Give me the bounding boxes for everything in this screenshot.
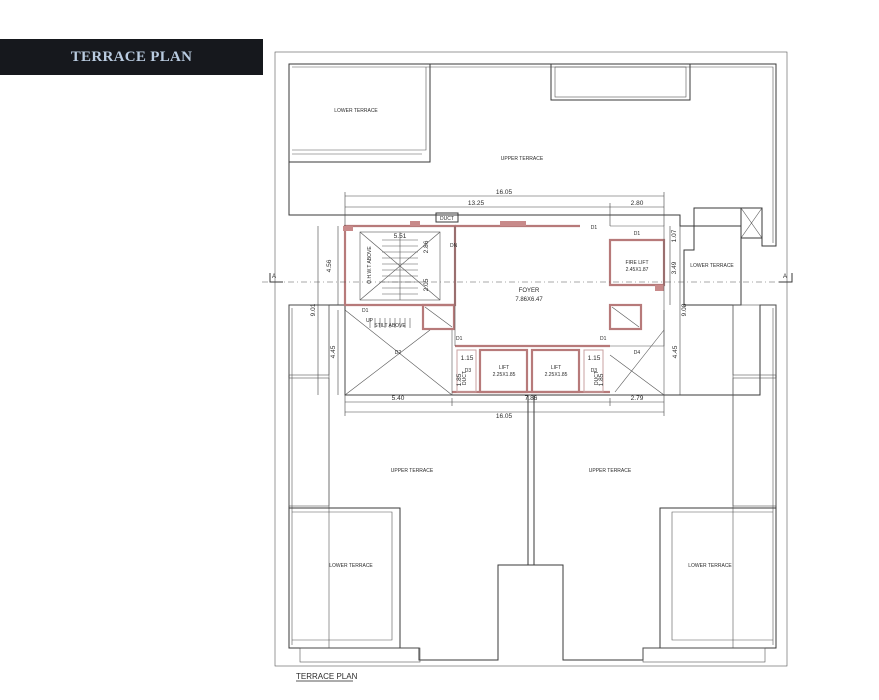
dim-duct-width-right: 1.15: [588, 355, 601, 362]
staircase: [359, 231, 441, 328]
drawing-frame: [274, 51, 788, 667]
label-foyer-size: 7.86X6.47: [515, 297, 543, 303]
title-banner: TERRACE PLAN: [0, 39, 263, 75]
label-lift-1: LIFT: [499, 365, 509, 371]
label-stair-up: UP: [366, 318, 374, 324]
label-lower-terrace-bottom-right: LOWER TERRACE: [688, 563, 732, 569]
label-duct-right: DUCT: [594, 371, 600, 385]
dim-left-upper: 4.56: [326, 259, 333, 272]
dim-right-upper: 1.07: [671, 229, 678, 242]
dim-right-lower: 4.45: [672, 345, 679, 358]
lobby-hatch-lines: [344, 309, 665, 396]
tag-d1-small-c: D1: [362, 308, 369, 314]
label-foyer: FOYER: [519, 288, 540, 294]
tag-d1-small-a: D1: [456, 336, 463, 342]
label-stilt: STILT ABOVE: [374, 323, 406, 329]
upper-terrace-top-outline: [288, 63, 777, 247]
dim-duct-height-left: 1.85: [456, 373, 463, 386]
lower-terrace-right-outline: [683, 225, 742, 306]
dim-bottom-left: 5.40: [392, 395, 405, 402]
tag-d1-small-b: D1: [600, 336, 607, 342]
label-lift-1-size: 2.25X1.85: [493, 372, 516, 378]
lift-2-shaft: [530, 348, 581, 394]
dim-left-mid: 9.01: [310, 303, 317, 316]
label-fire-lift: FIRE LIFT: [625, 260, 648, 266]
dim-top-left: 13.25: [468, 200, 485, 207]
dim-top-total: 16.05: [496, 189, 513, 196]
dim-right-mid-a: 3.49: [671, 261, 678, 274]
label-lower-terrace-right: LOWER TERRACE: [690, 263, 734, 269]
lower-terrace-bottom-right-outline: [659, 507, 776, 648]
label-lift-2: LIFT: [551, 365, 561, 371]
tag-d2: D2: [395, 350, 402, 356]
label-lift-2-size: 2.25X1.85: [545, 372, 568, 378]
tag-d3-right: D3: [591, 368, 598, 374]
dim-bottom-right: 2.79: [631, 395, 644, 402]
lower-terrace-bottom-left-outline: [289, 507, 401, 648]
plan-caption: TERRACE PLAN: [296, 672, 358, 681]
label-upper-terrace-bottom-left: UPPER TERRACE: [391, 468, 434, 474]
dim-left-lower: 4.45: [330, 345, 337, 358]
page-title: TERRACE PLAN: [70, 48, 193, 65]
tag-d3-left: D3: [465, 368, 472, 374]
label-lower-terrace-bottom-left: LOWER TERRACE: [329, 563, 373, 569]
label-duct-left: DUCT: [462, 371, 468, 385]
section-marker-right: A: [783, 274, 787, 280]
dim-bottom-mid: 7.86: [525, 395, 538, 402]
label-ohwt: O.H.W.T ABOVE: [367, 246, 373, 284]
dim-right-mid-b: 9.08: [681, 303, 688, 316]
label-stair-dn: DN: [450, 243, 458, 249]
dim-stair-height: 2.05: [423, 278, 430, 291]
label-duct-top: DUCT: [440, 216, 454, 222]
dimension-lines: [317, 192, 681, 416]
tag-d1: D1: [634, 231, 641, 237]
label-fire-lift-size: 2.45X1.87: [626, 267, 649, 273]
label-upper-terrace-top: UPPER TERRACE: [501, 156, 544, 162]
tag-d1-right: D1: [591, 225, 598, 231]
label-lower-terrace-top-left: LOWER TERRACE: [334, 108, 378, 114]
label-upper-terrace-bottom-right: UPPER TERRACE: [589, 468, 632, 474]
dim-stair-height-2: 2.86: [423, 240, 430, 253]
dim-duct-width-left: 1.15: [461, 355, 474, 362]
tag-d4: D4: [634, 350, 641, 356]
lower-terrace-top-left-outline: [289, 63, 431, 163]
dim-bottom-total: 16.05: [496, 413, 513, 420]
section-marker-left: A: [272, 274, 276, 280]
dim-top-right: 2.80: [631, 200, 644, 207]
dim-duct-height-right: 1.85: [598, 373, 605, 386]
lift-1-shaft: [478, 348, 529, 394]
dim-stair-width: 5.51: [394, 233, 407, 240]
